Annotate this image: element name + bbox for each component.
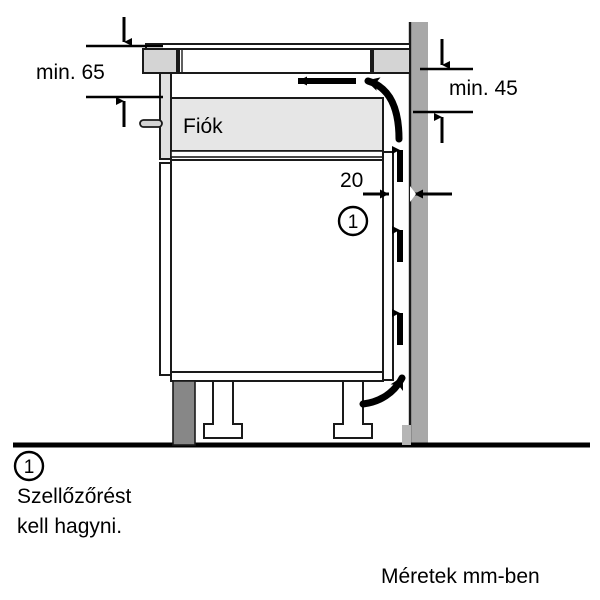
legend-note-line-1: Szellőzőrést (17, 485, 132, 508)
drawer-handle (139, 119, 163, 128)
dimension-gap-20: 20 (340, 169, 452, 202)
legend-note-line-2: kell hagyni. (17, 515, 122, 538)
cabinet-body (170, 151, 394, 382)
wall (408, 22, 428, 445)
dimension-label-min-45: min. 45 (449, 77, 518, 100)
wall-body (410, 22, 428, 445)
drawer-bottom-rail (170, 150, 384, 158)
dimension-label-gap-20: 20 (340, 169, 363, 192)
cooktop-right-end-block (372, 48, 411, 74)
cooktop-left-end-block (142, 48, 178, 74)
curved-arrow-icon (364, 77, 403, 143)
dimension-label-min-65: min. 65 (36, 61, 105, 84)
drawer-box (170, 97, 384, 152)
callout-circle (337, 205, 369, 237)
legend-note: 1 Szellőzőrést kell hagyni. (13, 450, 132, 538)
side-panel-upper (159, 72, 172, 160)
cabinet-rear-panel (382, 151, 394, 381)
legend-callout-circle (13, 450, 45, 482)
airflow-arrows (298, 76, 406, 408)
units-note-text: Méretek mm-ben (381, 565, 540, 588)
worktop-slab (142, 48, 411, 74)
cooktop (142, 43, 411, 74)
legend-callout-number: 1 (24, 457, 35, 478)
callout-marker-drawing: 1 (337, 205, 369, 237)
wall-foot-strip (402, 425, 411, 445)
dimension-min-65: min. 65 (36, 17, 163, 127)
gap-notch (410, 186, 416, 202)
side-panel-lower (159, 162, 172, 376)
units-note: Méretek mm-ben (381, 565, 540, 588)
cabinet-legs (172, 380, 411, 446)
curved-arrow-icon (359, 374, 406, 408)
cabinet-side-panel (159, 72, 172, 376)
cabinet-leg-1 (203, 380, 243, 439)
dimension-min-45: min. 45 (413, 39, 518, 143)
callout-number: 1 (348, 212, 359, 233)
cabinet-carcass (170, 159, 384, 373)
drawer-label: Fiók (183, 115, 223, 138)
cabinet-base-board (170, 371, 384, 382)
cabinet-leg-2 (333, 380, 373, 439)
drawer: Fiók (139, 97, 384, 158)
plinth-block (172, 380, 196, 446)
